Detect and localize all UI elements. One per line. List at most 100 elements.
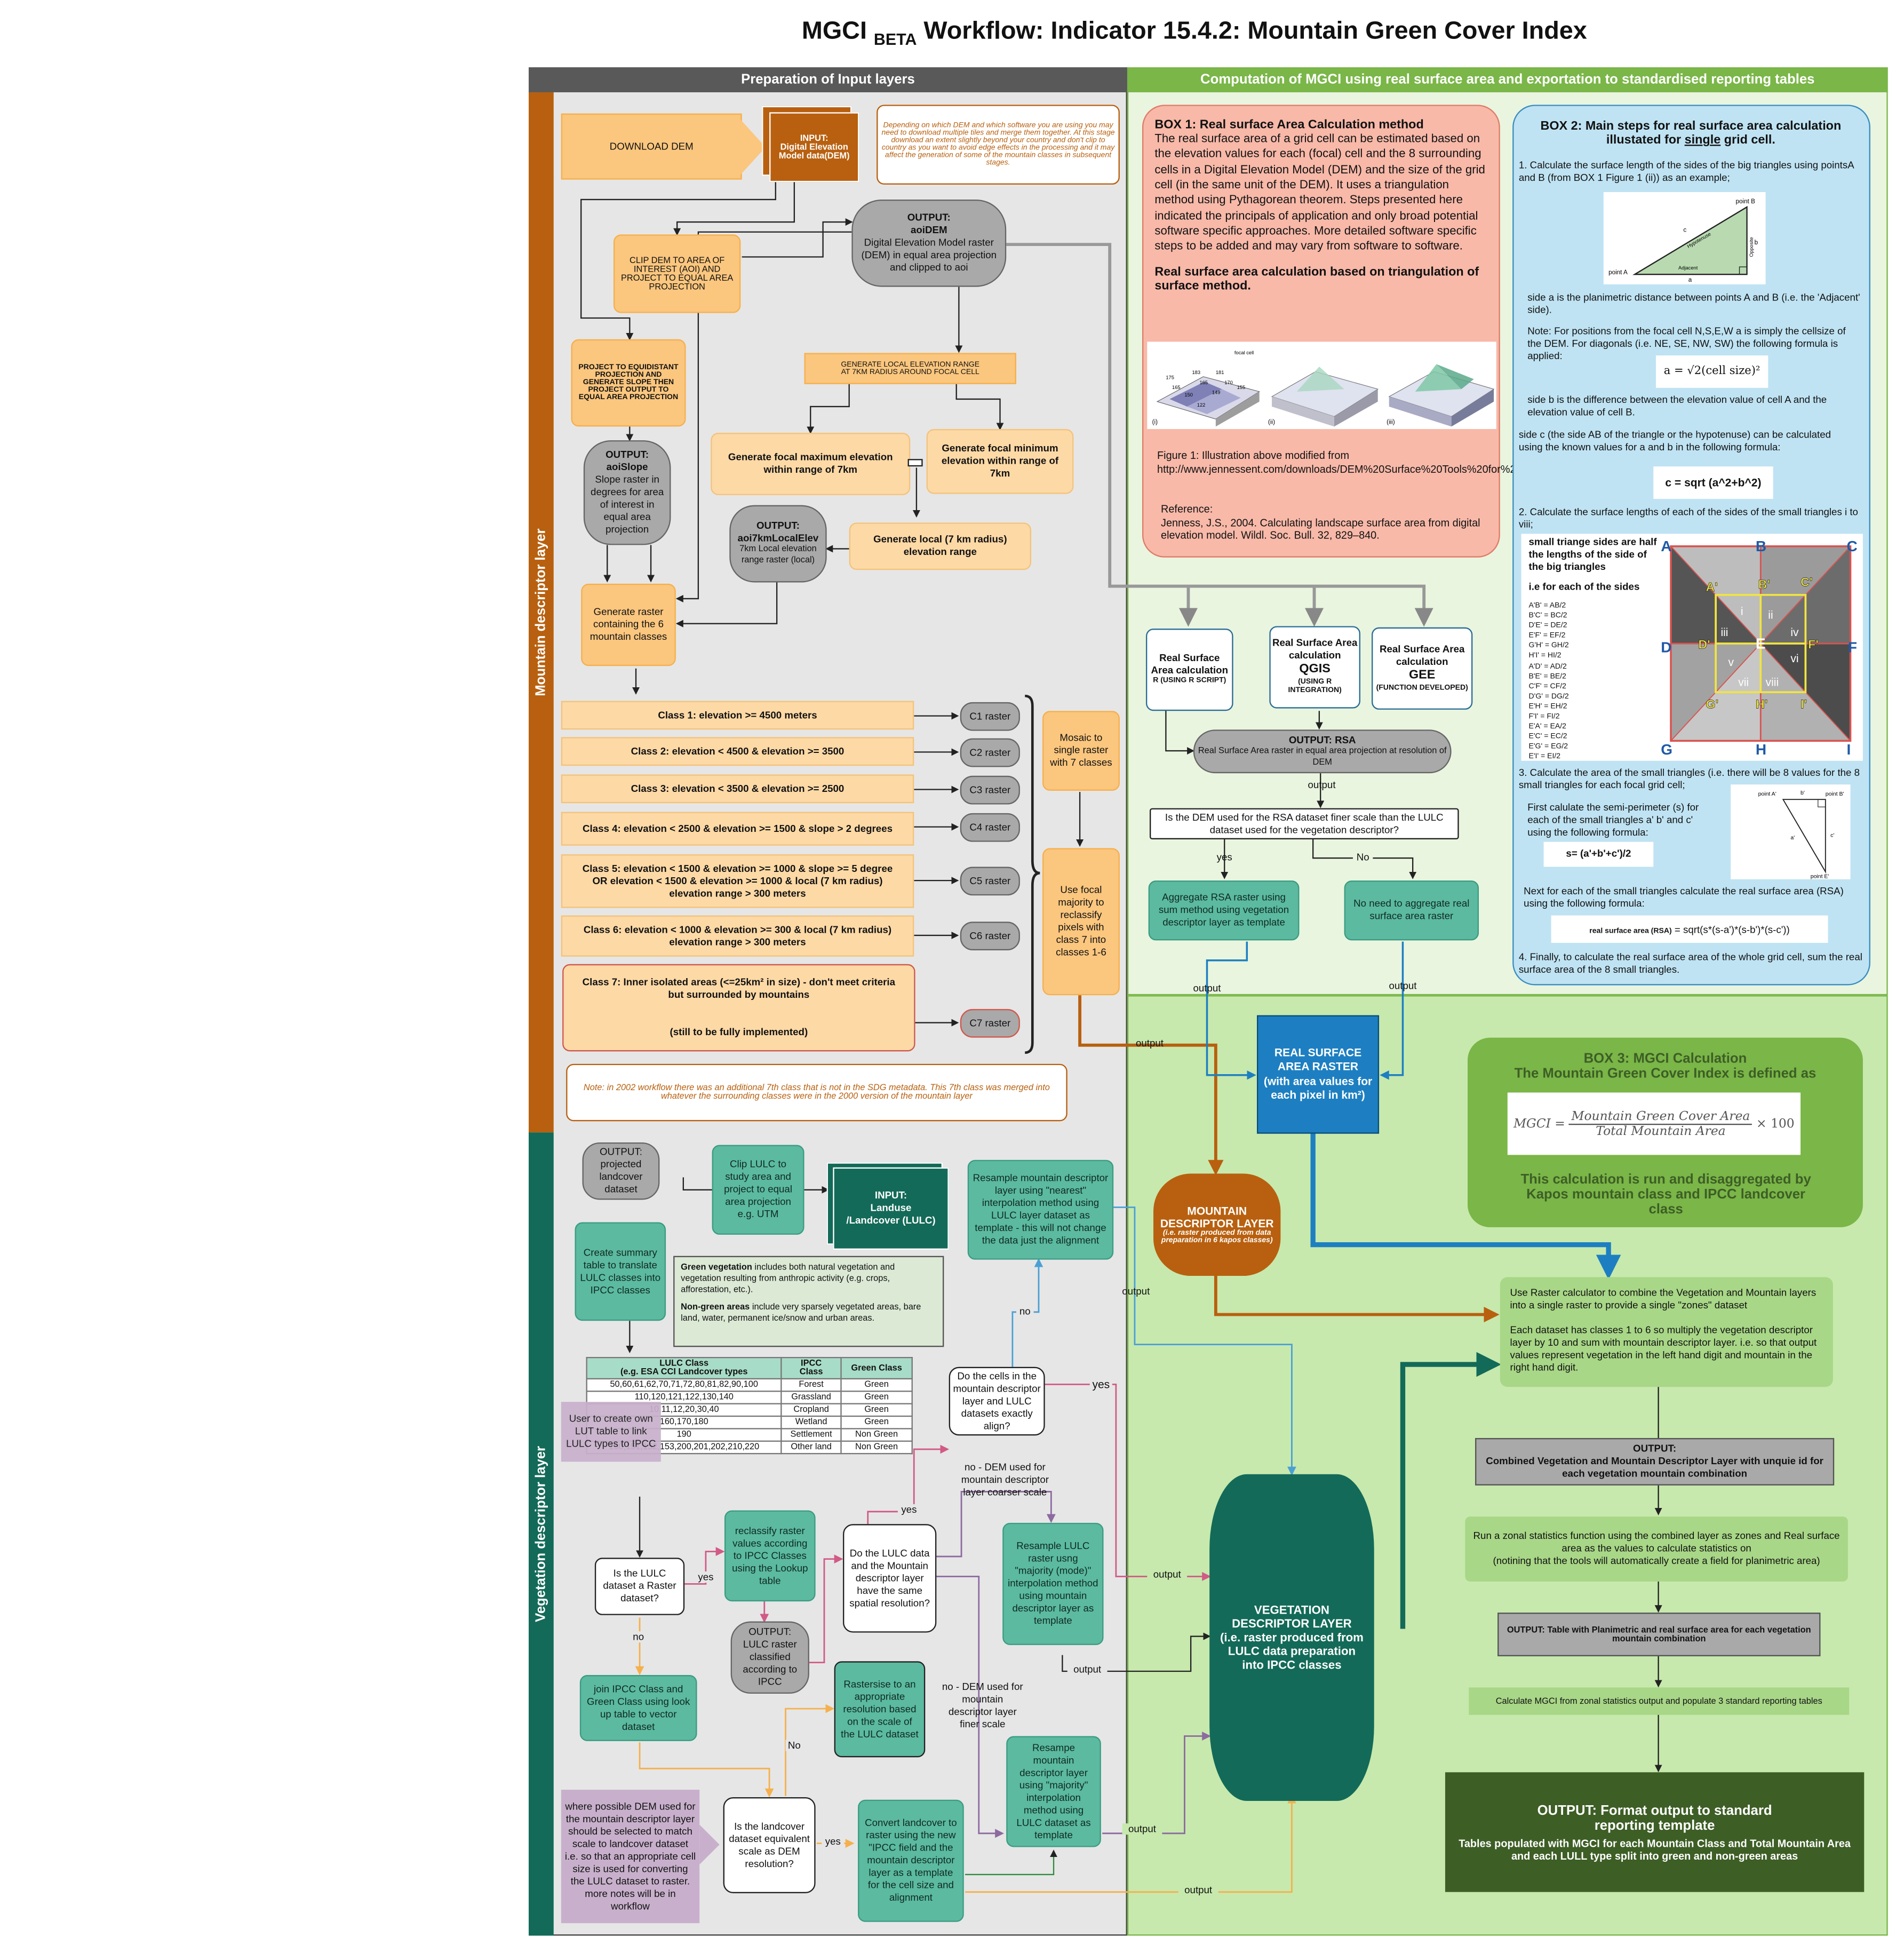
svg-text:G': G' bbox=[1706, 697, 1718, 711]
combined-output-box: OUTPUT: Combined Vegetation and Mountain… bbox=[1475, 1438, 1835, 1486]
svg-text:ii: ii bbox=[1768, 609, 1773, 621]
cells-yes-label: yes bbox=[1089, 1378, 1112, 1391]
download-arrow-icon bbox=[740, 120, 766, 175]
clip-lulc-box: Clip LULC to study area and project to e… bbox=[712, 1145, 804, 1235]
cells-align-decision[interactable]: Do the cells in the mountain descriptor … bbox=[949, 1367, 1045, 1436]
box1: BOX 1: Real surface Area Calculation met… bbox=[1142, 105, 1500, 558]
side-a-text: side a is the planimetric distance betwe… bbox=[1527, 291, 1860, 316]
raster-yes-label: yes bbox=[694, 1571, 717, 1583]
vegetation-descriptor-layer: VEGETATION DESCRIPTOR LAYER (i.e. raster… bbox=[1209, 1474, 1374, 1801]
big-triangle-figure: point B c Hypotenuse Opposite b point A … bbox=[1603, 192, 1766, 284]
svg-text:D: D bbox=[1661, 639, 1671, 655]
beta-subscript: BETA bbox=[873, 30, 917, 49]
c6-raster: C6 raster bbox=[960, 922, 1020, 951]
green-col-header: Green Class bbox=[840, 1356, 913, 1380]
aoidem-output: OUTPUT: aoiDEM Digital Elevation Model r… bbox=[851, 199, 1007, 287]
equiv-scale-decision[interactable]: Is the landcover dataset equivalent scal… bbox=[723, 1797, 816, 1894]
side-b-text: side b is the difference between the ele… bbox=[1527, 394, 1827, 418]
box1-figure: focal cell 175 183 181 165 165 170 150 1… bbox=[1147, 342, 1496, 430]
local-range-box: Generate local (7 km radius) elevation r… bbox=[849, 522, 1031, 570]
class-7-box: Class 7: Inner isolated areas (<=25km² i… bbox=[562, 964, 915, 1052]
svg-text:I': I' bbox=[1801, 697, 1807, 711]
grid-triangles-diagram: A B C D E F G H I A' B' C' D' F' G' H' I… bbox=[1661, 538, 1858, 758]
svg-text:viii: viii bbox=[1766, 677, 1779, 689]
side-a-note: Note: For positions from the focal cell … bbox=[1527, 326, 1846, 362]
rsa-r-box: Real Surface Area calculation R (USING R… bbox=[1145, 628, 1233, 711]
box2-step3: 3. Calculate the area of the small trian… bbox=[1518, 767, 1860, 791]
grid-triangle-figure: A B C D E F G H I A' B' C' D' F' G' H' I… bbox=[1661, 536, 1860, 758]
summary-table-box: Create summary table to translate LULC c… bbox=[575, 1222, 666, 1321]
input-lulc-box: INPUT: Landuse /Landcover (LULC) bbox=[833, 1167, 949, 1250]
lulc-table: LULC Class (e.g. ESA CCI Landcover types… bbox=[586, 1356, 913, 1455]
side-c-text: side c (the side AB of the triangle or t… bbox=[1518, 429, 1831, 453]
focal-cell-label: focal cell bbox=[1234, 350, 1254, 355]
svg-text:point A': point A' bbox=[1758, 791, 1776, 797]
box1-title: BOX 1: Real surface Area Calculation met… bbox=[1154, 118, 1424, 132]
no-aggregate-box: No need to aggregate real surface area r… bbox=[1344, 880, 1479, 941]
svg-text:point B: point B bbox=[1736, 198, 1756, 205]
note-2002: Note: in 2002 workflow there was an addi… bbox=[566, 1063, 1067, 1122]
raster-no-label: no bbox=[630, 1631, 648, 1643]
class-1-box: Class 1: elevation >= 4500 meters bbox=[561, 701, 914, 730]
formula-rsa: real surface area (RSA) = sqrt(s*(s-a')*… bbox=[1551, 915, 1828, 943]
svg-text:iv: iv bbox=[1790, 626, 1799, 639]
svg-text:a': a' bbox=[1790, 835, 1795, 841]
same-resolution-decision[interactable]: Do the LULC data and the Mountain descri… bbox=[843, 1524, 937, 1633]
class-4-box: Class 4: elevation < 2500 & elevation >=… bbox=[561, 812, 914, 846]
small-triangle-figure: point A' b' point B' a' c' point E' bbox=[1731, 784, 1851, 879]
svg-text:165: 165 bbox=[1172, 385, 1181, 390]
box1-subtitle: Real surface area calculation based on t… bbox=[1154, 265, 1479, 293]
user-lut-note: User to create own LUT table to link LUL… bbox=[561, 1402, 661, 1462]
projected-landcover-output: OUTPUT: projected landcover dataset bbox=[582, 1142, 660, 1200]
aoislope-output: OUTPUT: aoiSlope Slope raster in degrees… bbox=[583, 440, 671, 545]
nongreen-def-text: Non-green areas include very sparsely ve… bbox=[681, 1304, 921, 1323]
svg-text:D': D' bbox=[1698, 637, 1710, 651]
svg-text:i: i bbox=[1741, 605, 1743, 617]
small-sides-text: small triange sides are half the lengths… bbox=[1528, 536, 1657, 573]
vegetation-side-strip bbox=[529, 1132, 554, 1936]
aoidem-title: OUTPUT: aoiDEM bbox=[907, 212, 951, 236]
svg-text:C: C bbox=[1847, 538, 1858, 554]
local-elev-output: OUTPUT: aoi7kmLocalElev 7km Local elevat… bbox=[729, 505, 827, 583]
rsa-no-label: No bbox=[1352, 852, 1373, 863]
resample-lulc-box: Resample LULC raster usng "majority (mod… bbox=[1002, 1522, 1104, 1645]
gen-local-range-box: GENERATE LOCAL ELEVATION RANGE AT 7KM RA… bbox=[804, 353, 1016, 384]
planimetric-table-output: OUTPUT: Table with Planimetric and real … bbox=[1497, 1613, 1821, 1656]
svg-text:183: 183 bbox=[1192, 370, 1200, 375]
aggregate-rsa-box: Aggregate RSA raster using sum method us… bbox=[1148, 880, 1300, 941]
green-definition: Green vegetation includes both natural v… bbox=[673, 1256, 944, 1347]
svg-text:170: 170 bbox=[1224, 380, 1233, 385]
rsa-qgis-box: Real Surface Area calculation QGIS (USIN… bbox=[1269, 626, 1360, 709]
svg-text:150: 150 bbox=[1184, 392, 1193, 398]
where-dem-note: where possible DEM used for the mountain… bbox=[561, 1790, 700, 1924]
noagg-output-label: output bbox=[1389, 980, 1417, 992]
aoislope-body: Slope raster in degrees for area of inte… bbox=[591, 474, 664, 535]
svg-text:175: 175 bbox=[1166, 375, 1174, 380]
svg-text:149: 149 bbox=[1212, 390, 1221, 395]
terrain-illustrations: focal cell 175 183 181 165 165 170 150 1… bbox=[1152, 350, 1495, 427]
dem-note: Depending on which DEM and which softwar… bbox=[877, 105, 1120, 185]
green-def-text: Green vegetation includes both natural v… bbox=[681, 1263, 895, 1294]
svg-text:Adjacent: Adjacent bbox=[1678, 265, 1698, 271]
svg-text:v: v bbox=[1728, 656, 1734, 669]
box1-reference: Reference: Jenness, J.S., 2004. Calculat… bbox=[1161, 502, 1480, 542]
formula-denominator: Total Mountain Area bbox=[1596, 1124, 1726, 1138]
svg-text:B': B' bbox=[1758, 577, 1770, 591]
c4-raster: C4 raster bbox=[960, 813, 1020, 842]
svg-text:b: b bbox=[1755, 239, 1758, 246]
class-3-box: Class 3: elevation < 3500 & elevation >=… bbox=[561, 774, 914, 804]
is-raster-decision[interactable]: Is the LULC dataset a Raster dataset? bbox=[594, 1558, 685, 1615]
mosaic-output-label: output bbox=[1135, 1037, 1164, 1049]
box3-footer: This calculation is run and disaggregate… bbox=[1520, 1172, 1811, 1218]
svg-text:155: 155 bbox=[1237, 385, 1246, 390]
focal-majority-box: Use focal majority to reclassify pixels … bbox=[1042, 848, 1120, 996]
svg-text:F: F bbox=[1848, 639, 1857, 655]
mgci-formula: MGCI = Mountain Green Cover Area Total M… bbox=[1507, 1092, 1801, 1155]
rsa-scale-decision[interactable]: Is the DEM used for the RSA dataset fine… bbox=[1149, 808, 1459, 840]
input-dem-box: INPUT: Digital Elevation Model data(DEM) bbox=[769, 112, 859, 182]
svg-text:C': C' bbox=[1801, 575, 1812, 589]
dem-coarser-label: no - DEM used for mountain descriptor la… bbox=[961, 1462, 1049, 1498]
resolution-yes-label: yes bbox=[897, 1504, 920, 1515]
